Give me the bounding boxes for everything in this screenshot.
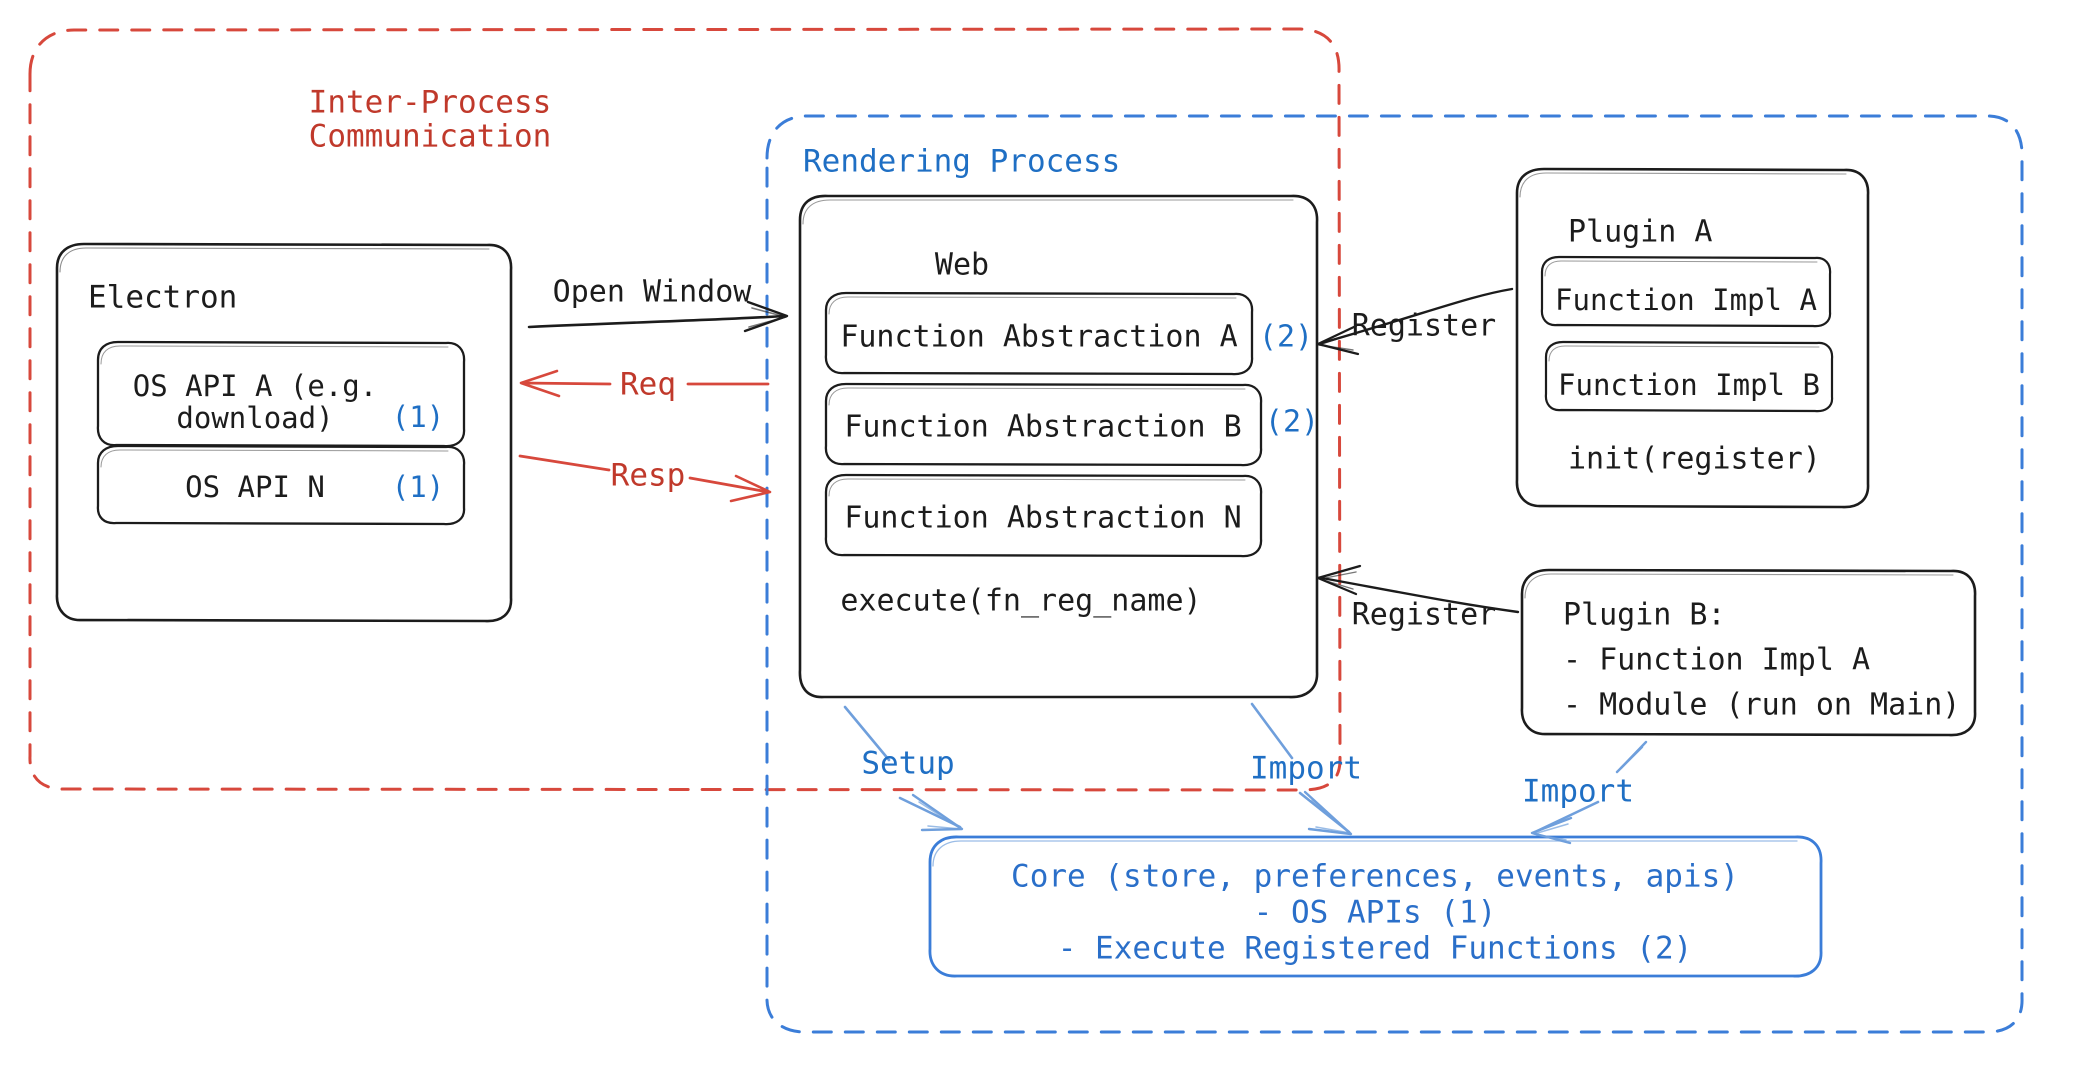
open-window-arrow bbox=[527, 300, 789, 333]
web-box bbox=[798, 194, 1319, 699]
core-line-2: - OS APIs (1) bbox=[1254, 895, 1497, 931]
register-plugin-a-arrow bbox=[1316, 287, 1514, 356]
setup-arrow bbox=[843, 705, 964, 832]
core-line-1: Core (store, preferences, events, apis) bbox=[1011, 859, 1739, 895]
core-line-3: - Execute Registered Functions (2) bbox=[1058, 931, 1693, 967]
function-abstraction-b-label: Function Abstraction B bbox=[844, 410, 1241, 445]
resp-label: Resp bbox=[611, 458, 686, 494]
plugin-a-box bbox=[1515, 167, 1870, 509]
function-abstraction-b-marker: (2) bbox=[1265, 405, 1319, 440]
web-execute-label: execute(fn_reg_name) bbox=[840, 584, 1201, 619]
os-api-n-label: OS API N bbox=[185, 470, 325, 504]
register-plugin-a-label: Register bbox=[1352, 309, 1497, 344]
ipc-container bbox=[28, 27, 1342, 792]
plugin-b-title: Plugin B: bbox=[1563, 598, 1726, 633]
import-plugin-b-arrow bbox=[1530, 740, 1648, 845]
register-plugin-b-arrow bbox=[1316, 564, 1520, 614]
plugin-b-item-0: - Function Impl A bbox=[1563, 643, 1870, 678]
ipc-label-line2: Communication bbox=[309, 119, 552, 155]
rendering-process-container bbox=[765, 114, 2024, 1034]
req-arrow bbox=[519, 369, 770, 398]
plugin-a-init-label: init(register) bbox=[1568, 442, 1821, 477]
resp-arrow bbox=[518, 454, 772, 503]
req-label: Req bbox=[620, 367, 676, 403]
plugin-a-title: Plugin A bbox=[1568, 215, 1713, 250]
open-window-label: Open Window bbox=[553, 275, 753, 310]
os-api-a-line1: OS API A (e.g. bbox=[133, 369, 377, 403]
rendering-process-label: Rendering Process bbox=[803, 144, 1120, 180]
web-title: Web bbox=[935, 248, 989, 283]
os-api-a-line2: download) bbox=[176, 401, 333, 435]
electron-title: Electron bbox=[88, 280, 237, 316]
setup-label: Setup bbox=[861, 746, 954, 782]
ipc-label-line1: Inter-Process bbox=[309, 85, 552, 121]
plugin-b-item-1: - Module (run on Main) bbox=[1563, 688, 1960, 723]
function-abstraction-n-label: Function Abstraction N bbox=[844, 501, 1241, 536]
plugin-a-function-impl-b: Function Impl B bbox=[1558, 368, 1820, 402]
plugin-a-function-impl-a: Function Impl A bbox=[1555, 283, 1817, 317]
import-plugin-b-label: Import bbox=[1522, 774, 1634, 810]
function-abstraction-a-label: Function Abstraction A bbox=[840, 320, 1237, 355]
function-abstraction-a-marker: (2) bbox=[1259, 320, 1313, 355]
import-web-label: Import bbox=[1250, 751, 1362, 787]
core-box bbox=[928, 835, 1823, 978]
plugin-b-box bbox=[1520, 568, 1977, 737]
electron-box bbox=[55, 242, 513, 623]
import-web-arrow bbox=[1250, 702, 1353, 836]
os-api-a-marker: (1) bbox=[392, 400, 444, 434]
register-plugin-b-label: Register bbox=[1352, 598, 1497, 633]
os-api-n-marker: (1) bbox=[392, 470, 444, 504]
